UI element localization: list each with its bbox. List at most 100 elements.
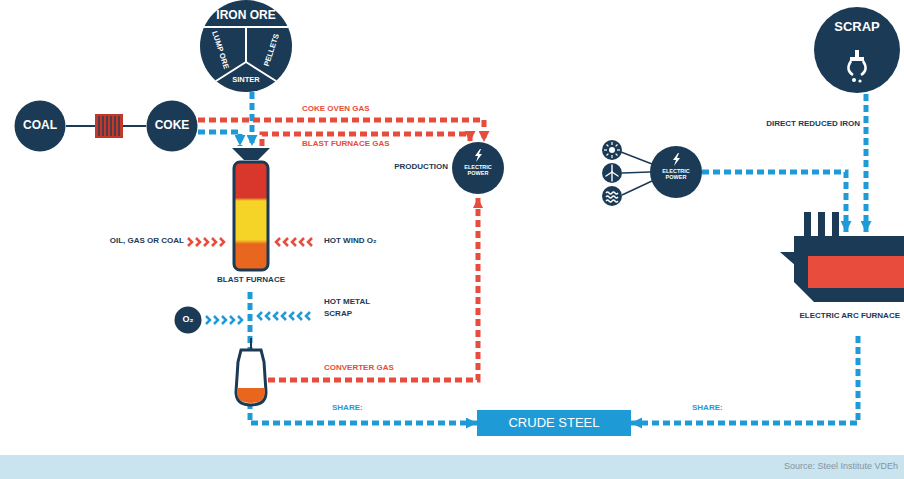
drawing-part <box>617 149 620 150</box>
drawing-part <box>606 165 618 181</box>
flow-chevron <box>290 312 294 320</box>
coke-oven-icon <box>95 114 123 138</box>
sun-icon <box>602 140 622 160</box>
input-label: SCRAP <box>322 310 354 319</box>
coke-circle: COKE <box>146 100 198 152</box>
drawing-part <box>98 116 99 136</box>
drawing-part <box>147 101 198 152</box>
drawing-part <box>475 149 482 162</box>
source-note: Source: Steel Institute VDEh <box>690 462 900 472</box>
drawing-part <box>855 50 859 58</box>
flow-connector <box>864 94 869 232</box>
flow-chevron <box>206 316 210 324</box>
flow-chevron <box>212 238 216 246</box>
wind-turbine-icon <box>602 163 622 183</box>
flow-connector <box>198 120 484 142</box>
power-plant-circle: PRODUCTION ELECTRIC POWER <box>392 142 504 194</box>
input-label: HOT WIND O₂ <box>322 237 378 246</box>
node-text: COKE <box>148 119 196 132</box>
flow-chevron <box>266 312 270 320</box>
drawing-part <box>604 149 607 150</box>
drawing-part <box>95 114 123 138</box>
drawing-part <box>110 116 111 136</box>
converter-gas-line <box>268 198 478 380</box>
renewable-links <box>621 152 652 195</box>
flow-label: COKE OVEN GAS <box>300 105 372 114</box>
drawing-part <box>804 212 811 238</box>
drawing-part <box>650 146 702 198</box>
drawing-part <box>234 162 268 270</box>
drawing-part <box>602 163 622 183</box>
drawing-part <box>606 192 618 194</box>
drawing-part <box>814 7 900 93</box>
drawing-part <box>850 57 864 61</box>
node-text: PRODUCTION <box>392 163 448 172</box>
flow-chevron <box>188 238 192 246</box>
drawing-part <box>609 147 615 153</box>
flow-label: DIRECT REDUCED IRON <box>742 120 862 129</box>
drawing-part <box>611 142 612 145</box>
drawing-part <box>477 410 631 436</box>
node-text: ELECTRIC ARC FURNACE <box>780 312 900 321</box>
drawing-part <box>200 0 292 92</box>
flow-chevron <box>220 238 224 246</box>
drawing-part <box>607 145 609 147</box>
drawing-part <box>602 186 622 206</box>
flow-label: BLAST FURNACE GAS <box>300 140 392 149</box>
drawing-part <box>852 78 856 82</box>
blast-furnace-outline <box>206 146 296 292</box>
flow-chevron <box>238 316 242 324</box>
drawing-part <box>106 116 107 136</box>
power-circle-shape <box>650 146 702 198</box>
drawing-part <box>611 155 612 158</box>
blast-furnace-shape <box>232 148 270 270</box>
flow-connector <box>198 132 240 146</box>
drawing-part <box>606 192 618 202</box>
flow-connector <box>631 336 858 423</box>
drawing-part <box>99 116 119 136</box>
flow-connector <box>250 292 477 423</box>
iron-ore-circle-shape <box>200 0 292 92</box>
drawing-part <box>794 236 904 302</box>
flow-chevron <box>284 238 288 246</box>
footer-band <box>0 455 904 479</box>
drawing-part <box>616 145 618 147</box>
drawing-part <box>604 142 620 158</box>
oxygen-circle: O₂ <box>174 306 202 334</box>
flow-chevron <box>292 238 296 246</box>
drawing-part <box>452 142 504 194</box>
input-label: HOT METAL <box>322 298 372 307</box>
scrap-circle-shape <box>814 7 900 93</box>
flow-chevron <box>222 316 226 324</box>
scrap-circle: SCRAP <box>813 6 901 94</box>
drawing-part <box>818 212 825 238</box>
input-label: OIL, GAS OR COAL <box>80 237 186 246</box>
drawing-part <box>15 101 66 152</box>
node-text: ELECTRIC POWER <box>458 164 498 176</box>
coal-circle-shape <box>15 101 66 152</box>
drawing-part <box>232 148 270 160</box>
flow-label: SHARE: <box>330 404 365 413</box>
drawing-part <box>612 172 618 176</box>
iron-ore-circle: IRON ORELUMP ORESINTERPELLETS <box>198 0 294 92</box>
drawing-part <box>832 212 839 238</box>
drawing-part <box>245 27 247 62</box>
drawing-part <box>606 200 618 202</box>
flow-label: SHARE: <box>690 404 725 413</box>
drawing-part <box>621 152 652 164</box>
power-circle: ELECTRIC POWER <box>650 146 702 198</box>
drawing-part <box>611 172 612 181</box>
drawing-part <box>607 154 609 156</box>
drawing-part <box>848 61 865 75</box>
flow-chevron <box>274 312 278 320</box>
oxygen-circle-shape <box>175 307 202 334</box>
flow-chevron <box>298 312 302 320</box>
drawing-part <box>848 50 865 83</box>
drawing-part <box>237 388 265 403</box>
drawing-part <box>673 153 680 166</box>
drawing-part <box>602 140 622 160</box>
drawing-part <box>616 154 618 156</box>
electric-arc-furnace-shape <box>780 212 904 302</box>
flow-chevron <box>300 238 304 246</box>
